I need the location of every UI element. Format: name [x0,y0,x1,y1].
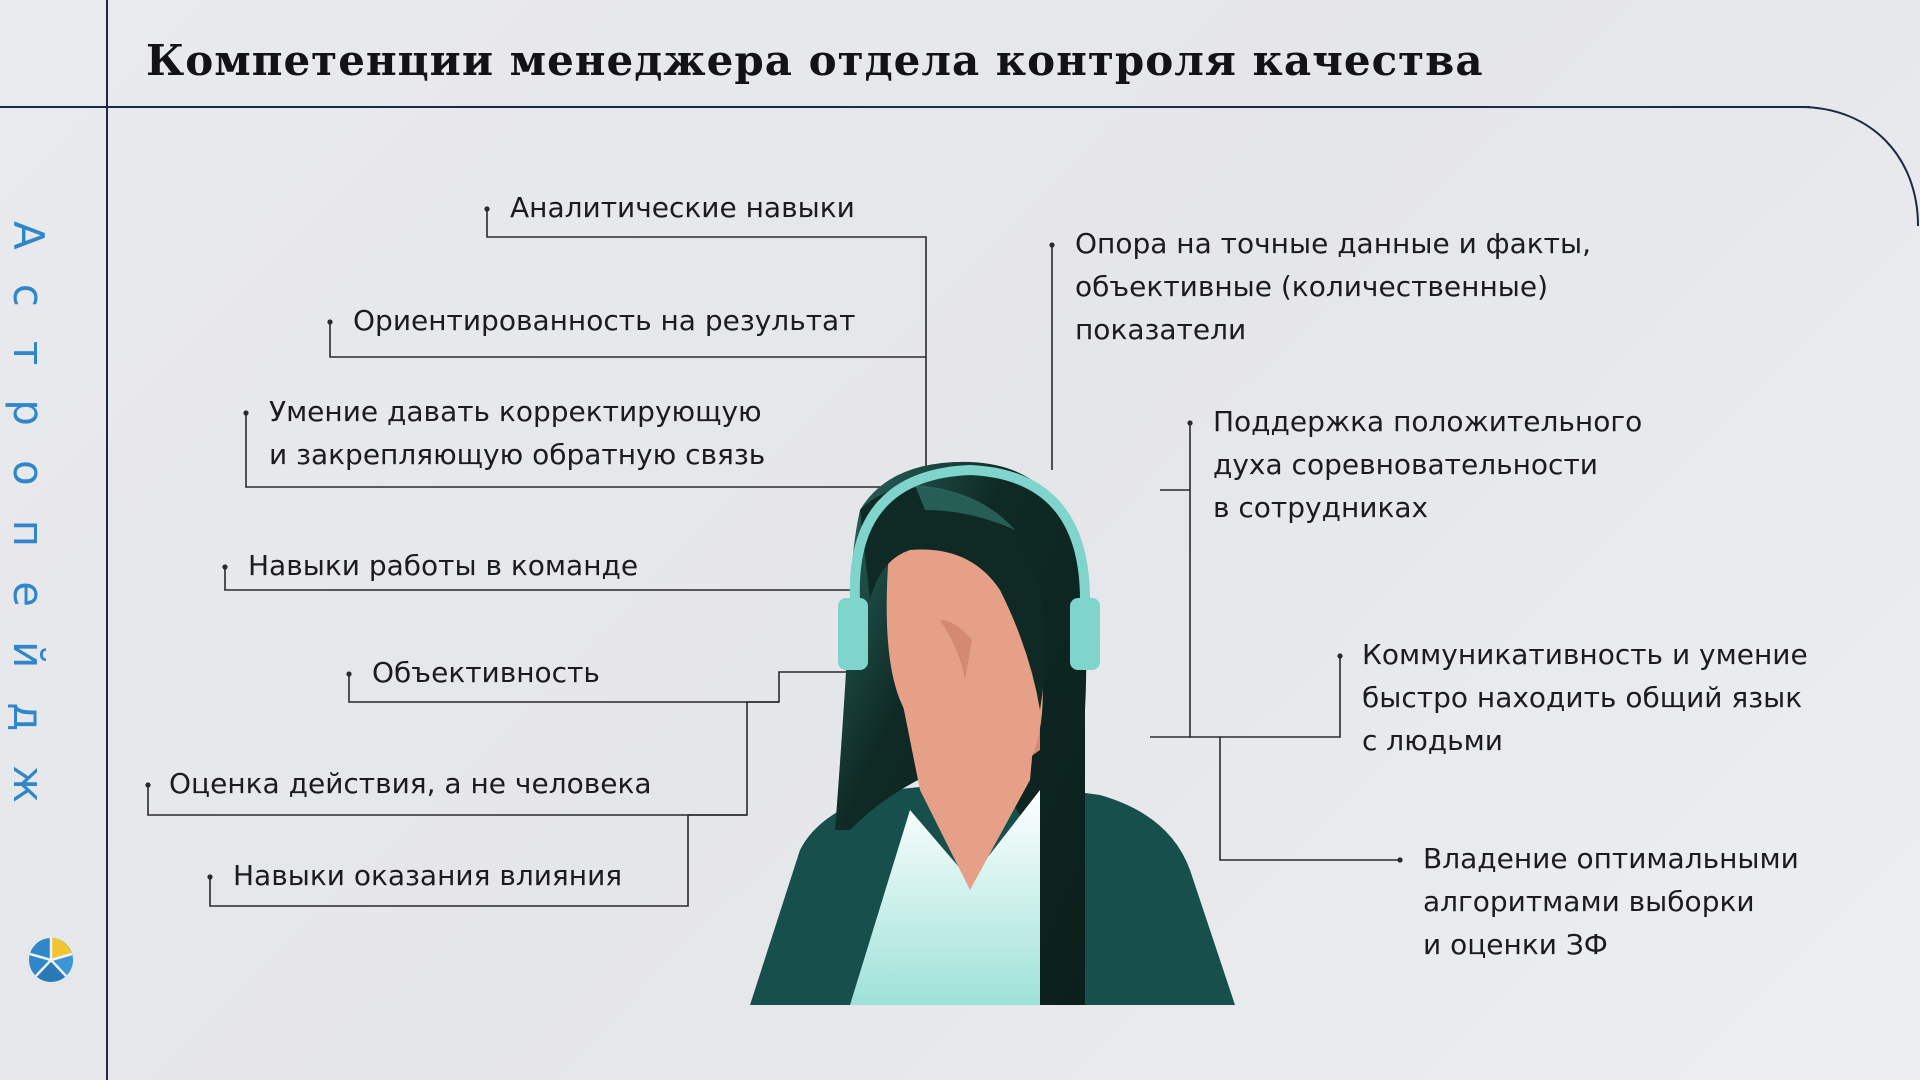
pie-logo-icon [29,938,73,982]
woman-with-headset-icon [750,461,1235,1005]
competency-result-orientation: Ориентированность на результат [353,304,856,337]
competency-influence: Навыки оказания влияния [233,859,623,892]
competency-data-reliance: Опора на точные данные и факты, объектив… [1075,227,1591,346]
competency-analytical-skills: Аналитические навыки [510,191,855,224]
competency-feedback: Умение давать корректирующую и закрепляю… [269,395,766,471]
competency-competitive-spirit: Поддержка положительного духа соревноват… [1213,405,1643,524]
competency-communication: Коммуникативность и умение быстро находи… [1362,638,1808,757]
header-divider [0,106,1810,108]
competency-teamwork: Навыки работы в команде [248,549,639,582]
page-title: Компетенции менеджера отдела контроля ка… [146,36,1484,85]
competency-evaluate-actions: Оценка действия, а не человека [169,767,652,800]
competency-objectivity: Объективность [372,656,600,689]
competency-sampling-algorithms: Владение оптимальными алгоритмами выборк… [1423,842,1799,961]
corner-arc-decoration [1800,106,1919,226]
sidebar-divider [106,0,108,1080]
